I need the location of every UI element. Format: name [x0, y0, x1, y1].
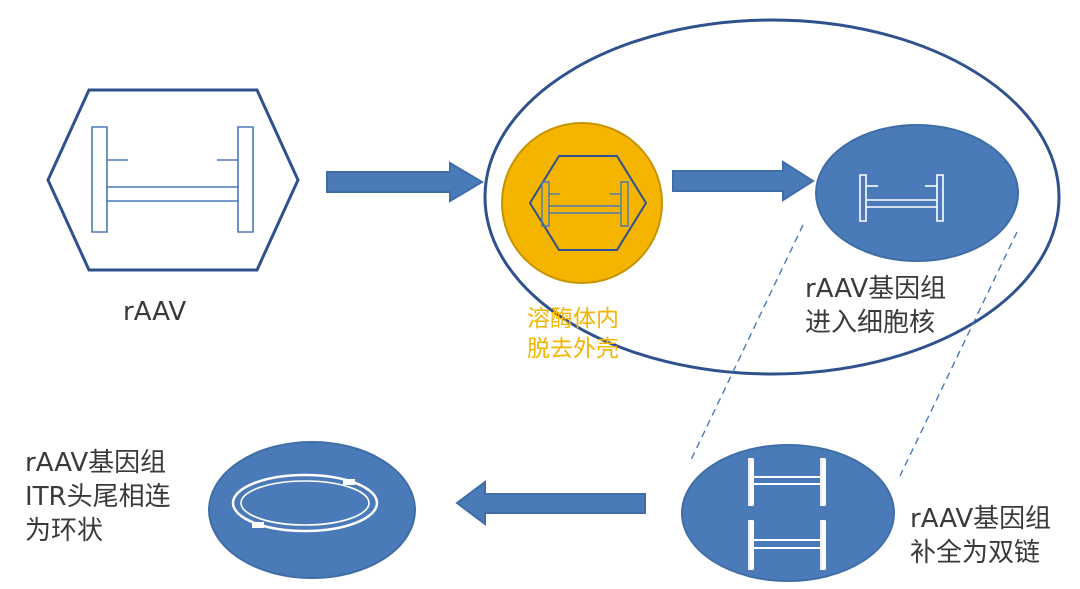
lysosome-uncoating-label: 溶酶体内 脱去外壳 [527, 305, 619, 365]
uncoating-capsid-hexagon [528, 155, 648, 251]
nucleus-label-line-2: 进入细胞核 [805, 307, 936, 338]
double-strand-genome-icon [748, 458, 826, 570]
circular-genome-icon [231, 473, 379, 533]
lysosome-label-line-2: 脱去外壳 [527, 335, 619, 362]
circular-label-line-3: 为环状 [25, 515, 104, 546]
double-strand-ellipse [681, 444, 895, 582]
zoom-dashed-line-right [899, 231, 1018, 477]
cell-outline-ellipse [483, 18, 1061, 376]
raav-capsid-hexagon [46, 88, 300, 272]
circular-label-line-1: rAAV基因组 [25, 448, 167, 478]
nucleus-entry-label: rAAV基因组 进入细胞核 [805, 273, 946, 341]
raav-genome-single-strand-icon [91, 126, 254, 233]
nucleus-ellipse [815, 124, 1019, 262]
arrow-capsid-to-lysosome [326, 161, 484, 203]
double-strand-label: rAAV基因组 补全为双链 [910, 503, 1051, 571]
circular-genome-label: rAAV基因组 ITR头尾相连 为环状 [25, 447, 171, 548]
lysosome-label-line-1: 溶酶体内 [527, 306, 619, 332]
lysosome-circle [501, 122, 663, 284]
arrow-double-to-circular [455, 480, 646, 526]
lysosome-genome-icon [541, 181, 629, 227]
circular-label-line-2: ITR头尾相连 [25, 481, 171, 512]
circular-genome-ellipse [208, 441, 416, 579]
nucleus-genome-icon [859, 174, 944, 222]
arrow-lysosome-to-nucleus [672, 160, 815, 202]
raav-label: rAAV [123, 297, 187, 327]
double-strand-label-line-2: 补全为双链 [910, 537, 1041, 568]
zoom-dashed-line-left [689, 224, 804, 463]
nucleus-label-line-1: rAAV基因组 [805, 274, 947, 304]
double-strand-label-line-1: rAAV基因组 [910, 504, 1052, 534]
